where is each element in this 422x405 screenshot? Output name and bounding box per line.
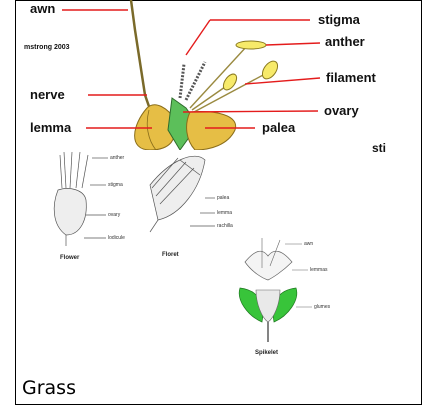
floret-label-3: rachilla [217,223,233,229]
stigma-left [180,64,184,98]
label-ovary: ovary [324,103,359,118]
floret-caption: Floret [162,252,179,258]
label-palea: palea [262,120,295,135]
flower-label-1: anther [110,155,124,161]
label-stigma: stigma [318,12,360,27]
palea-shape [187,112,236,150]
crop-edge [16,150,421,151]
stigma-pointer-d [186,20,210,55]
label-filament: filament [326,70,376,85]
spikelet-sketch [239,238,312,342]
label-anther: anther [325,34,365,49]
awn-stem [131,0,153,118]
floret-sketch [150,156,215,232]
floret-label-2: lemma [217,210,232,216]
spikelet-label-3: glumes [314,304,330,310]
spikelet-label-1: awn [304,241,313,247]
label-nerve: nerve [30,87,65,102]
credit-text: mstrong 2003 [24,44,70,51]
floret-label-1: palea [217,195,229,201]
label-awn: awn [30,1,55,16]
grass-caption: Grass [22,377,76,399]
flower-label-3: ovary [108,212,120,218]
spikelet-caption: Spikelet [255,350,278,356]
anther-1 [236,41,266,49]
label-lemma: lemma [30,120,71,135]
flower-label-4: lodicule [108,235,125,241]
label-cut-off: sti [372,141,386,155]
anther-pointer [266,43,320,45]
flower-sketch [54,152,108,246]
flower-label-2: stigma [108,182,123,188]
ovary-pointer [183,111,318,112]
flower-caption: Flower [60,255,79,261]
anther-3 [259,58,280,81]
spikelet-label-2: lemmas [310,267,328,273]
